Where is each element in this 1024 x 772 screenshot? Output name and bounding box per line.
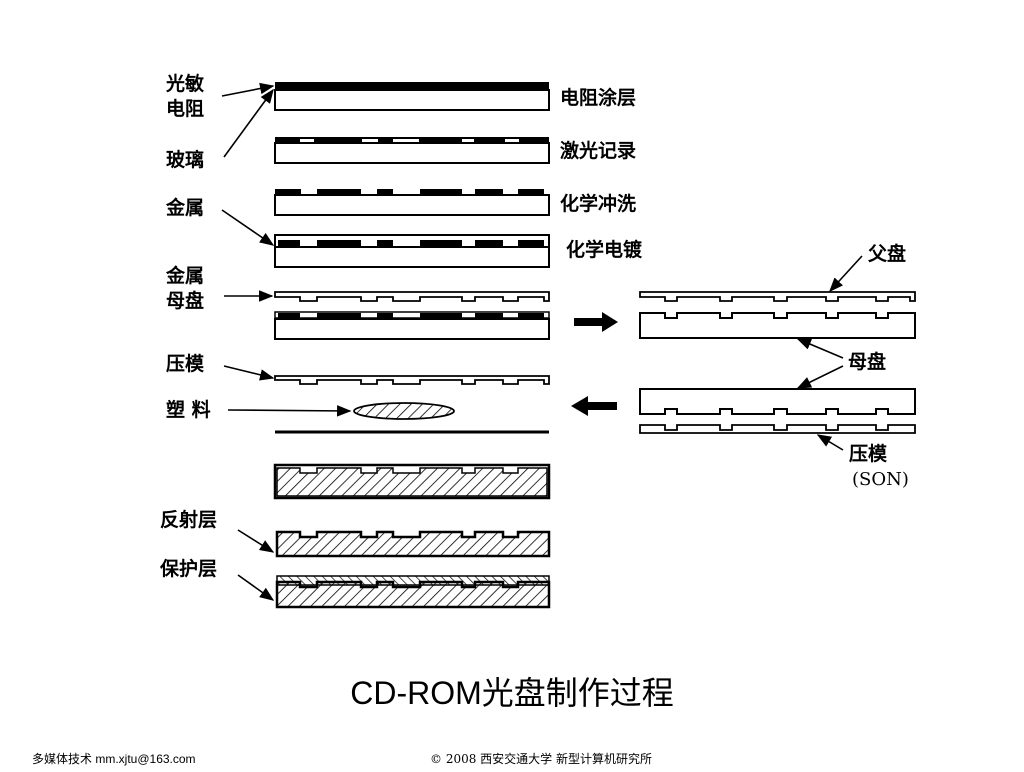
label-metal-master-line1: 金属 [166, 265, 205, 287]
layer-reflective [275, 530, 551, 558]
right-pointer-arrows [796, 255, 863, 451]
layer-electroplating [274, 234, 550, 268]
diagram-title: CD-ROM光盘制作过程 [350, 675, 674, 711]
footer-right: © 2008 西安交通大学 新型计算机研究所 [430, 752, 652, 766]
layer-stamper [274, 375, 550, 385]
label-photoresist-line2: 电阻 [166, 98, 205, 120]
step-coating: 电阻涂层 [560, 87, 637, 109]
layer-laser-recording [274, 137, 550, 164]
right-father-disc [639, 291, 916, 302]
left-block-arrow-icon [571, 396, 617, 416]
layer-protective [275, 575, 551, 609]
step-develop: 化学冲洗 [560, 193, 637, 215]
label-metal: 金属 [166, 197, 205, 219]
step-laser: 激光记录 [560, 140, 637, 162]
label-stamper: 压模 [166, 353, 205, 375]
right-mother-disc [639, 312, 916, 339]
label-son-stamper: 压模 [849, 443, 888, 465]
label-plastic: 塑 料 [166, 399, 211, 421]
layer-photoresist-coating [274, 82, 550, 111]
label-metal-master-line2: 母盘 [166, 290, 205, 312]
label-glass: 玻璃 [166, 149, 205, 171]
label-protective: 保护层 [160, 558, 218, 580]
layer-metal-master [274, 291, 550, 340]
right-son-stamper [639, 424, 916, 434]
label-photoresist: 光敏 电阻 [166, 72, 204, 122]
right-block-arrow-icon [574, 312, 618, 332]
label-metal-master: 金属 母盘 [166, 264, 204, 314]
label-photoresist-line1: 光敏 [166, 73, 205, 95]
label-reflective: 反射层 [160, 509, 218, 531]
plastic-pellet [353, 402, 455, 420]
layer-chemical-develop [274, 189, 550, 216]
footer-left: 多媒体技术 mm.xjtu@163.com [32, 752, 196, 766]
label-father-disc: 父盘 [868, 243, 907, 265]
right-mother-disc-flipped [639, 388, 916, 415]
left-pointer-arrows [221, 82, 352, 601]
label-son: (SON) [852, 469, 909, 490]
label-mother-disc: 母盘 [848, 351, 887, 373]
step-plating: 化学电镀 [566, 239, 643, 261]
layer-molded-disc [273, 463, 551, 500]
